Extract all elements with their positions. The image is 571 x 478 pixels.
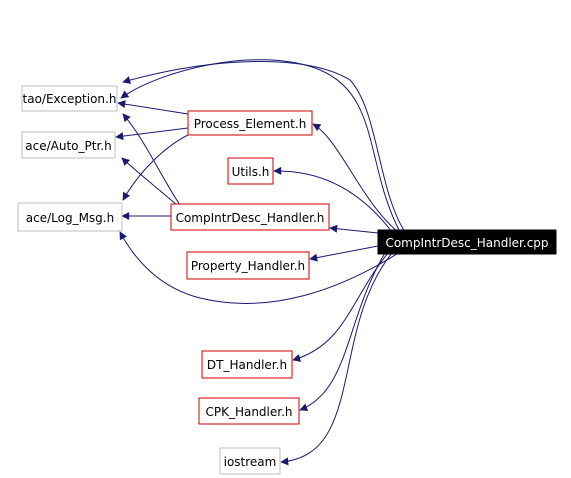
edge-compintrdesc-h-ace-auto-ptr (121, 157, 179, 207)
node-utils[interactable]: Utils.h (227, 157, 274, 185)
edge-root-property-handler (309, 245, 379, 262)
node-label: Process_Element.h (194, 117, 307, 131)
node-root-compintrdesc-cpp[interactable]: CompIntrDesc_Handler.cpp (377, 229, 557, 255)
edge-root-process-element (312, 123, 399, 233)
node-cpk-handler[interactable]: CPK_Handler.h (198, 397, 300, 425)
node-label: CPK_Handler.h (205, 405, 292, 419)
edge-process-element-ace-log-msg (122, 129, 201, 201)
node-label: ace/Auto_Ptr.h (25, 139, 111, 153)
edge-root-compintrdesc-h (329, 224, 379, 234)
node-ace-log-msg[interactable]: ace/Log_Msg.h (17, 202, 123, 232)
edge-compintrdesc-h-tao-exception (122, 113, 181, 206)
node-iostream[interactable]: iostream (219, 447, 281, 475)
node-label: ace/Log_Msg.h (26, 211, 114, 225)
node-compintrdesc-h[interactable]: CompIntrDesc_Handler.h (170, 203, 330, 231)
edge-root-cpk-handler (299, 252, 386, 412)
node-label: Property_Handler.h (191, 259, 305, 273)
node-dt-handler[interactable]: DT_Handler.h (201, 350, 293, 379)
edge-process-element-tao-exception (117, 100, 189, 115)
node-property-handler[interactable]: Property_Handler.h (186, 251, 310, 280)
node-label: CompIntrDesc_Handler.h (176, 211, 325, 225)
node-label: Utils.h (232, 165, 270, 179)
nodes: tao/Exception.h ace/Auto_Ptr.h ace/Log_M… (17, 85, 557, 475)
edge-root-utils (273, 166, 393, 233)
edges (115, 59, 406, 466)
node-tao-exception[interactable]: tao/Exception.h (21, 85, 118, 112)
node-label: CompIntrDesc_Handler.cpp (385, 236, 548, 250)
node-label: DT_Handler.h (207, 358, 287, 372)
edge-root-iostream (280, 252, 393, 466)
edge-root-ace-log-msg (119, 231, 401, 304)
edge-root-ace-auto-ptr (120, 59, 401, 233)
edge-process-element-ace-auto-ptr (115, 127, 189, 141)
node-process-element[interactable]: Process_Element.h (187, 110, 313, 136)
node-label: iostream (224, 455, 277, 469)
node-ace-auto-ptr[interactable]: ace/Auto_Ptr.h (21, 131, 116, 159)
node-label: tao/Exception.h (23, 92, 117, 106)
